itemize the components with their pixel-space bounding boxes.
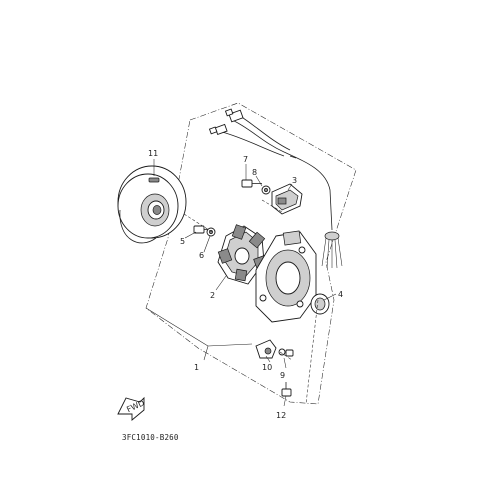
assembly-axes <box>183 199 319 405</box>
bolt-lower <box>281 382 292 397</box>
flywheel-rotor <box>117 165 187 244</box>
lead-clamp <box>255 339 294 359</box>
callout-labels: 11 7 8 3 5 6 2 4 1 10 9 12 <box>148 149 343 420</box>
callout-2: 2 <box>210 291 215 300</box>
callout-10: 10 <box>262 363 272 372</box>
callout-4: 4 <box>338 290 343 299</box>
callout-6: 6 <box>199 251 204 260</box>
callout-5: 5 <box>180 237 185 246</box>
callout-9: 9 <box>280 371 285 380</box>
screw-and-washer-upper <box>241 179 271 195</box>
assembly-outline <box>145 102 357 405</box>
grommet <box>310 293 330 315</box>
screw-and-washer-stator <box>193 225 216 237</box>
part-code: 3FC1010-B260 <box>122 433 179 442</box>
callout-1: 1 <box>194 363 199 372</box>
callout-3: 3 <box>292 176 297 185</box>
pickup-coil <box>271 183 303 215</box>
fwd-arrow-icon: FWD <box>117 396 146 421</box>
base-plate <box>255 230 317 323</box>
callout-12: 12 <box>276 411 286 420</box>
wire-harness <box>208 108 343 269</box>
callout-11: 11 <box>148 149 158 158</box>
leader-lines <box>145 159 337 407</box>
callout-7: 7 <box>243 155 248 164</box>
callout-8: 8 <box>252 168 257 177</box>
stator-coil <box>217 224 269 285</box>
